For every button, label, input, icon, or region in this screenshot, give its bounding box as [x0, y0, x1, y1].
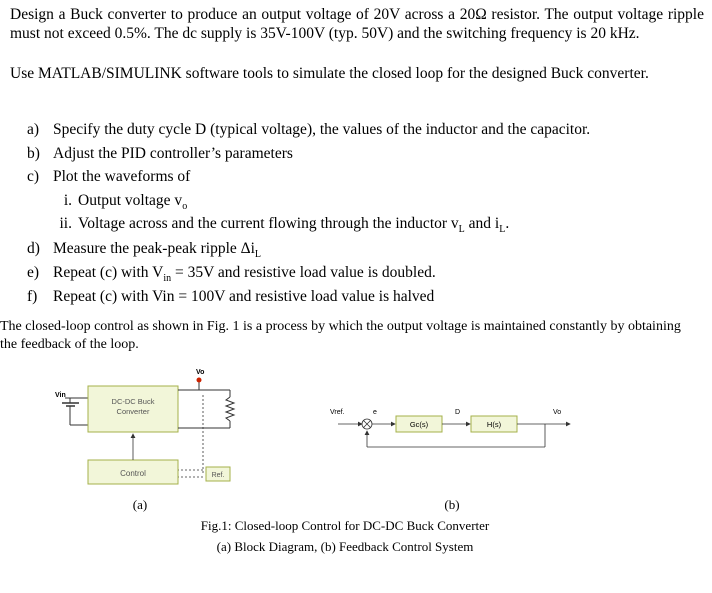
task-c-ii-text-pre: Voltage across and the current flowing t… — [78, 215, 459, 232]
task-c-ii-text-post: . — [505, 215, 510, 232]
task-c-i-text: Output voltage v — [78, 192, 183, 209]
task-c-text: Plot the waveforms of — [53, 168, 191, 185]
task-d: d) Measure the peak-peak ripple ΔiL — [27, 239, 261, 265]
task-c: c) Plot the waveforms of — [27, 167, 190, 187]
task-a-label: a) — [27, 121, 40, 138]
task-b-label: b) — [27, 145, 40, 162]
task-d-sub: L — [254, 249, 262, 261]
intro-paragraph-1: Design a Buck converter to produce an ou… — [10, 6, 704, 42]
converter-label-line2: Converter — [117, 407, 150, 416]
output-node-dot — [196, 377, 202, 383]
h-label: H(s) — [487, 420, 502, 429]
block-diagram-a: Vin DC-DC Buck Converter Vo Control Ref. — [55, 369, 236, 485]
task-c-ii: ii. Voltage across and the current flowin… — [46, 214, 510, 240]
intro-paragraph-2: Use MATLAB/SIMULINK software tools to si… — [10, 65, 649, 82]
task-d-label: d) — [27, 240, 40, 257]
task-b-text: Adjust the PID controller’s parameters — [53, 145, 293, 162]
task-d-text: Measure the peak-peak ripple Δi — [53, 240, 255, 257]
task-a-text: Specify the duty cycle D (typical voltag… — [53, 121, 591, 138]
task-e-label: e) — [27, 264, 40, 281]
task-e-sub: in — [163, 273, 172, 285]
closing-paragraph: The closed-loop control as shown in Fig.… — [0, 319, 681, 352]
load-resistor — [224, 396, 236, 422]
task-a: a) Specify the duty cycle D (typical volt… — [27, 120, 590, 140]
vo-label-a: Vo — [196, 369, 204, 376]
gc-label: Gc(s) — [410, 420, 429, 429]
figure-caption-line2: (a) Block Diagram, (b) Feedback Control … — [217, 539, 474, 554]
task-c-label: c) — [27, 168, 40, 185]
ref-label: Ref. — [212, 472, 225, 479]
dc-dc-buck-converter-block — [87, 385, 179, 433]
task-c-i-sub: o — [182, 201, 188, 213]
error-label: e — [373, 409, 377, 416]
ref-block — [205, 466, 231, 482]
task-f-text: Repeat (c) with Vin = 100V and resistive… — [53, 288, 435, 305]
vin-label: Vin — [55, 392, 66, 399]
figure-caption-line1: Fig.1: Closed-loop Control for DC-DC Buc… — [201, 518, 490, 533]
control-block — [87, 459, 179, 485]
task-c-ii-sub2: L — [499, 224, 506, 236]
feedback-system-b: Vref. e Gc(s) D H(s) Vo — [330, 409, 571, 448]
task-e-text-pre: Repeat (c) with V — [53, 264, 164, 281]
task-f-label: f) — [27, 288, 38, 305]
figure-a-label: (a) — [133, 497, 147, 512]
vo-label-b: Vo — [553, 409, 561, 416]
task-c-i-label: i. — [63, 192, 72, 209]
task-c-ii-sub1: L — [458, 224, 465, 236]
task-e: e) Repeat (c) with Vin = 35V and resistiv… — [27, 263, 436, 289]
task-c-ii-label: ii. — [59, 215, 73, 232]
task-e-text-post: = 35V and resistive load value is double… — [171, 264, 436, 281]
task-c-i: i. Output voltage vo — [46, 191, 187, 217]
control-label: Control — [120, 469, 146, 478]
converter-label-line1: DC-DC Buck — [112, 397, 155, 406]
figure-b-label: (b) — [444, 497, 459, 512]
task-f: f) Repeat (c) with Vin = 100V and resisti… — [27, 287, 434, 307]
task-b: b) Adjust the PID controller’s parameters — [27, 144, 293, 164]
d-label: D — [455, 409, 460, 416]
task-c-ii-text-mid: and i — [464, 215, 500, 232]
vref-label: Vref. — [330, 409, 345, 416]
